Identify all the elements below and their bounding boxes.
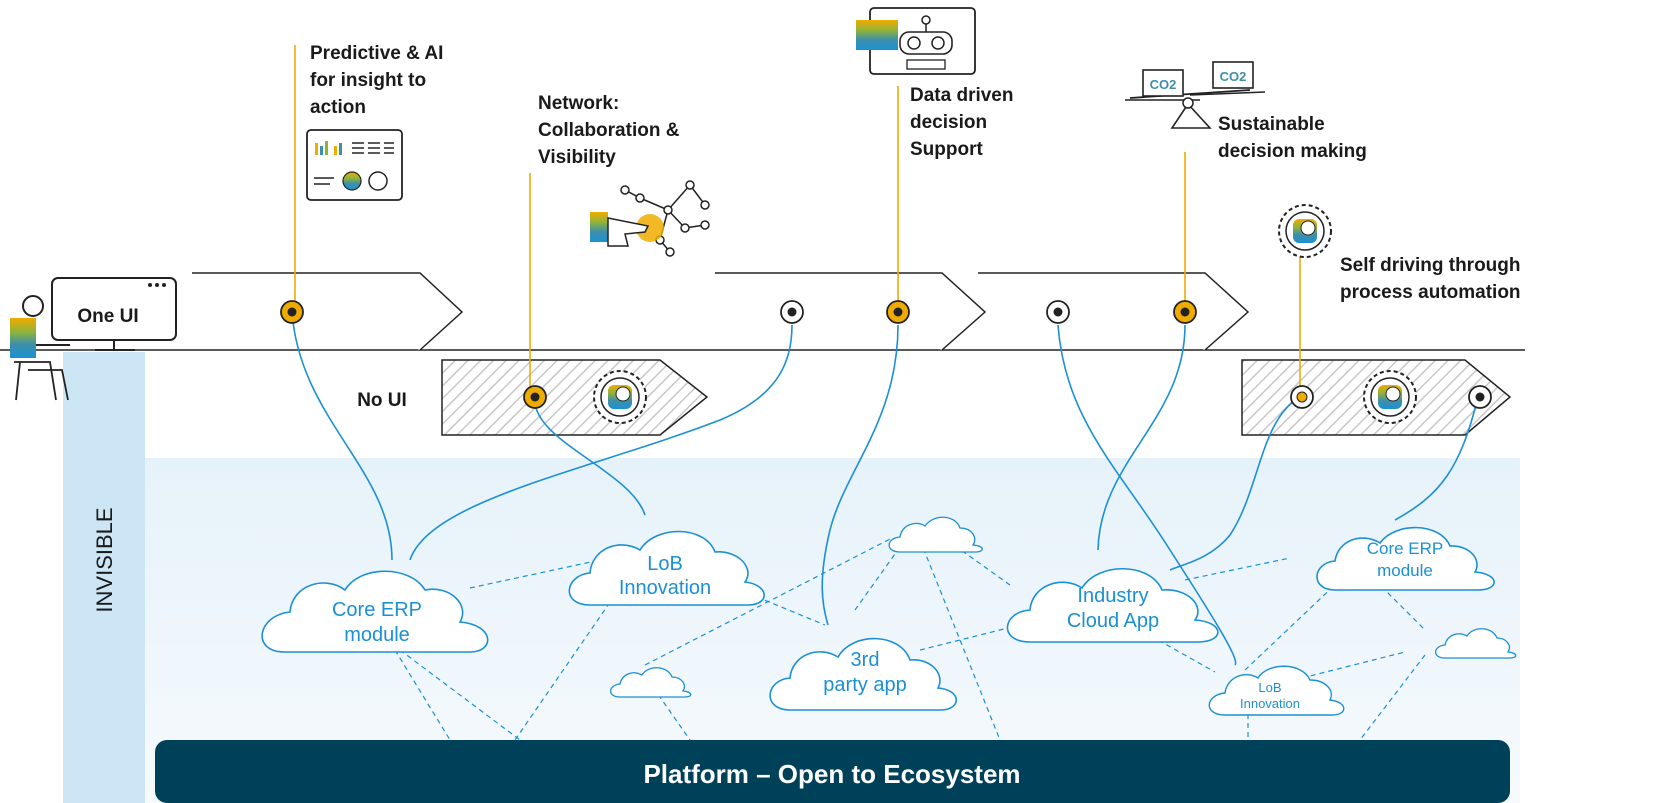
svg-text:action: action — [310, 97, 366, 118]
robot-icon — [856, 7, 976, 75]
cloud-core-erp-1: Core ERP module — [261, 570, 489, 653]
svg-text:LoB: LoB — [647, 553, 683, 575]
svg-text:decision: decision — [910, 112, 987, 133]
marker-network — [523, 385, 547, 409]
marker-data-driven — [886, 300, 910, 324]
svg-text:Self driving through: Self driving through — [1340, 255, 1521, 276]
svg-text:3rd: 3rd — [851, 649, 880, 671]
svg-text:Cloud App: Cloud App — [1067, 610, 1159, 632]
platform-label: Platform – Open to Ecosystem — [643, 759, 1020, 789]
co2-label: CO2 — [1220, 69, 1247, 84]
marker-sustainable — [1173, 300, 1197, 324]
svg-text:Data driven: Data driven — [910, 85, 1013, 106]
cloud-core-erp-2: Core ERP module — [1316, 526, 1495, 591]
dashboard-icon — [306, 129, 403, 201]
svg-text:Core ERP: Core ERP — [1367, 539, 1444, 558]
marker-self-driving — [1290, 385, 1314, 409]
cloud-industry-cloud-app: Industry Cloud App — [1006, 568, 1219, 643]
svg-text:module: module — [1377, 561, 1433, 580]
one-ui-chevron-1 — [192, 272, 464, 351]
label-self-driving: Self driving through process automation — [1340, 255, 1521, 303]
process-connectors — [291, 311, 1479, 666]
svg-text:process automation: process automation — [1340, 282, 1521, 303]
capability-leader-lines — [294, 45, 1301, 388]
network-touch-icon — [590, 180, 710, 257]
one-ui-chevron-2 — [715, 272, 987, 351]
svg-text:Network:: Network: — [538, 93, 619, 114]
cloud-lob-innovation-2: LoB Innovation — [1208, 665, 1345, 716]
label-network: Network: Collaboration & Visibility — [538, 93, 680, 168]
svg-text:Sustainable: Sustainable — [1218, 114, 1325, 135]
cloud-small-2 — [609, 667, 692, 698]
svg-text:Predictive & AI: Predictive & AI — [310, 43, 443, 64]
svg-text:Support: Support — [910, 139, 983, 160]
invisible-band — [63, 352, 145, 803]
gear-automation-icon — [1278, 204, 1332, 258]
svg-text:module: module — [344, 624, 410, 646]
no-ui-label: No UI — [357, 390, 407, 411]
user-at-desk-icon — [10, 277, 177, 401]
svg-text:Innovation: Innovation — [619, 577, 711, 599]
platform-bar — [155, 740, 1510, 803]
cloud-lob-innovation-1: LoB Innovation — [568, 530, 765, 606]
svg-text:Core ERP: Core ERP — [332, 599, 422, 621]
svg-text:for insight to: for insight to — [310, 70, 426, 91]
gear-automation-icon — [1363, 370, 1417, 424]
invisible-label: INVISIBLE — [92, 507, 117, 612]
cloud-small-1 — [888, 516, 983, 553]
one-ui-chevron-3 — [978, 272, 1250, 351]
svg-text:Industry: Industry — [1077, 585, 1148, 607]
cloud-small-3 — [1434, 628, 1517, 659]
label-data-driven: Data driven decision Support — [910, 85, 1013, 160]
marker-white-1 — [780, 300, 804, 324]
no-ui-chevron-1 — [441, 359, 709, 436]
svg-text:party app: party app — [823, 674, 906, 696]
svg-text:Innovation: Innovation — [1240, 696, 1300, 711]
co2-label: CO2 — [1150, 77, 1177, 92]
svg-text:Visibility: Visibility — [538, 147, 616, 168]
cloud-third-party-app: 3rd party app — [769, 637, 957, 711]
svg-text:decision making: decision making — [1218, 141, 1367, 162]
gear-automation-icon — [593, 370, 647, 424]
marker-white-3 — [1468, 385, 1492, 409]
svg-text:LoB: LoB — [1258, 680, 1281, 695]
marker-white-2 — [1046, 300, 1070, 324]
label-sustainable: Sustainable decision making — [1218, 114, 1367, 162]
svg-text:Collaboration &: Collaboration & — [538, 120, 680, 141]
marker-predictive — [280, 300, 304, 324]
label-predictive: Predictive & AI for insight to action — [310, 43, 443, 118]
cloud-network-links — [394, 534, 1426, 741]
co2-scale-icon: CO2 CO2 — [1125, 61, 1266, 129]
one-ui-label: One UI — [77, 306, 138, 327]
